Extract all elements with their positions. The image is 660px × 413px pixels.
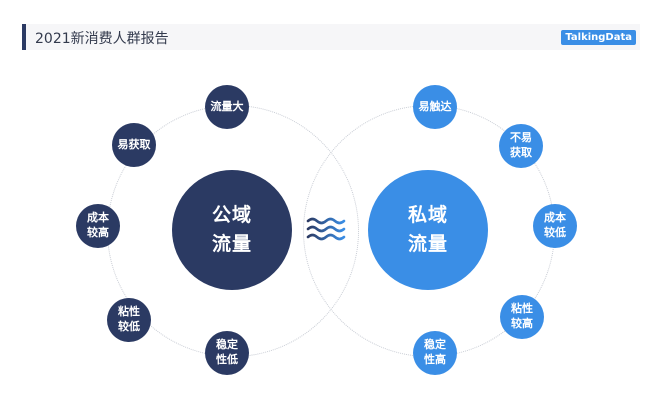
private-traffic-circle: 私域 流量: [368, 170, 488, 290]
trait-text: 稳定: [424, 338, 446, 352]
header-accent: [22, 24, 26, 50]
trait-text: 较高: [511, 317, 533, 330]
trait-text: 易获取: [117, 137, 151, 151]
public-trait: 易获取: [112, 123, 156, 167]
public-traffic-circle: 公域 流量: [172, 170, 292, 290]
private-trait: 成本较低: [533, 204, 577, 248]
private-trait: 不易获取: [499, 124, 543, 168]
trait-text: 粘性: [118, 305, 140, 319]
header-bar: 2021新消费人群报告 TalkingData: [22, 24, 640, 50]
trait-text: 成本: [87, 211, 109, 225]
private-trait: 稳定性高: [413, 331, 457, 375]
trait-text: 较低: [118, 320, 140, 333]
trait-text: 较高: [87, 226, 109, 239]
trait-text: 不易: [510, 131, 532, 145]
public-trait: 成本较高: [76, 204, 120, 248]
waves-icon: [306, 217, 346, 241]
talkingdata-logo: TalkingData: [561, 30, 636, 45]
trait-text: 易触达: [418, 99, 452, 113]
trait-text: 稳定: [216, 338, 238, 352]
trait-text: 获取: [510, 146, 532, 159]
public-trait: 稳定性低: [205, 331, 249, 375]
private-trait: 粘性较高: [500, 295, 544, 339]
public-trait: 粘性较低: [107, 298, 151, 342]
public-title-line2: 流量: [211, 233, 252, 255]
page-title: 2021新消费人群报告: [35, 31, 169, 47]
trait-text: 性低: [216, 353, 238, 366]
private-title-line2: 流量: [407, 233, 448, 255]
trait-text: 较低: [544, 226, 566, 239]
private-title-line1: 私域: [407, 203, 448, 226]
private-trait: 易触达: [413, 85, 457, 129]
trait-text: 性高: [424, 353, 446, 366]
trait-text: 成本: [544, 211, 566, 225]
trait-text: 流量大: [210, 99, 244, 113]
public-title-line1: 公域: [211, 203, 252, 226]
trait-text: 粘性: [511, 302, 533, 316]
public-trait: 流量大: [205, 85, 249, 129]
